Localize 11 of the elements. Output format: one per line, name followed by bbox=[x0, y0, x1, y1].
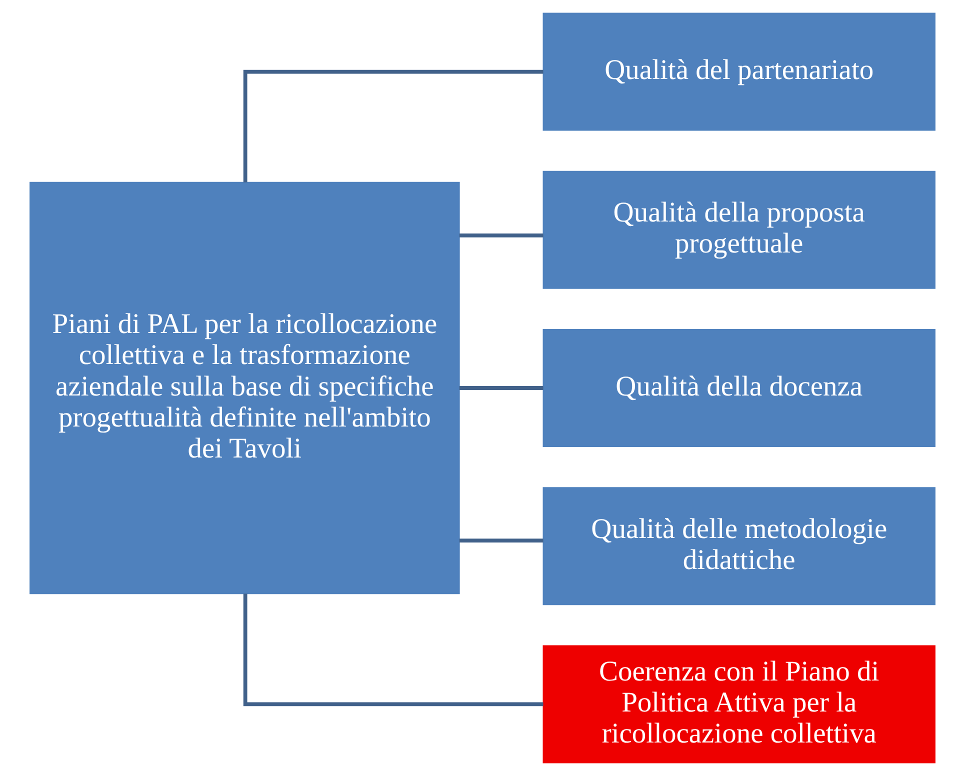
node-box: Qualità della proposta progettuale bbox=[542, 170, 936, 289]
connector bbox=[243, 70, 544, 182]
node-box: Coerenza con il Piano di Politica Attiva per la ricollocazione collettiva bbox=[542, 645, 936, 764]
connector bbox=[459, 538, 544, 543]
node-box: Qualità del partenariato bbox=[542, 12, 936, 131]
node-box: Qualità della docenza bbox=[542, 329, 936, 447]
connector bbox=[459, 233, 544, 238]
node-box: Qualità delle metodologie didattiche bbox=[542, 487, 936, 606]
node-box: Piani di PAL per la ricollocazione collettiva e la trasformazione aziendale sulla base di specifiche progettualità definite nell'ambito dei Tavoli bbox=[30, 182, 460, 594]
connector bbox=[459, 386, 544, 390]
connector bbox=[243, 594, 544, 706]
